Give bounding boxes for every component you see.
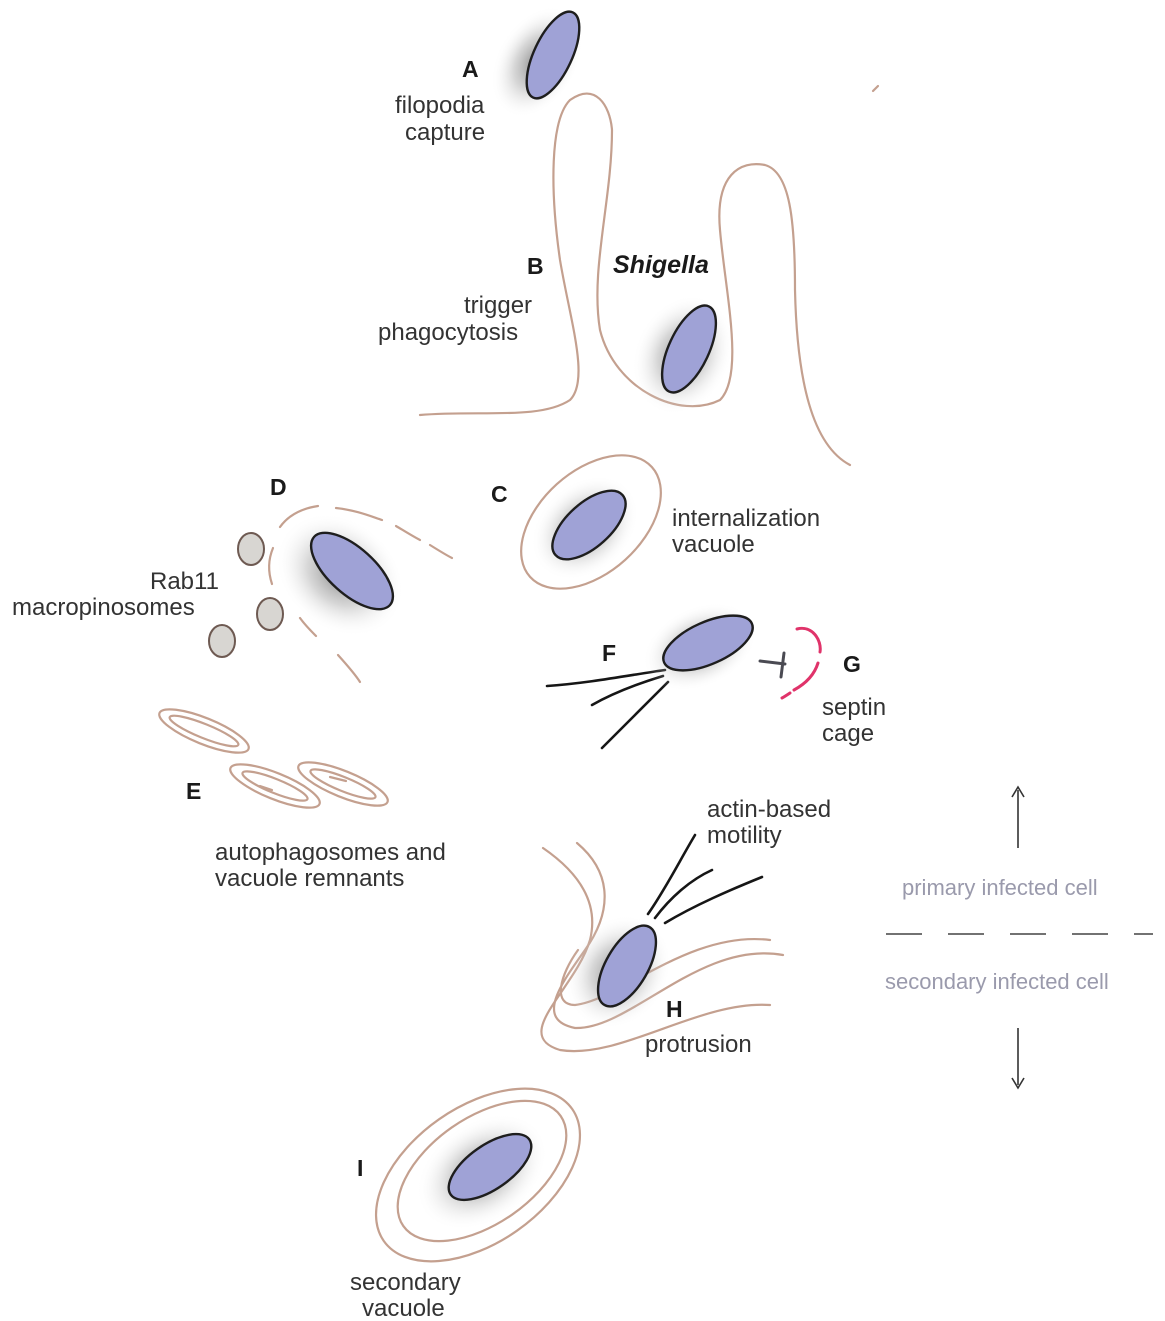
ruptured-vacuole-fragment — [430, 545, 452, 558]
step-letter-e: E — [186, 778, 201, 804]
step-h-protrusion-label: protrusion — [645, 1031, 752, 1058]
actin-tail — [648, 835, 695, 914]
plasma-membrane-ruffle — [420, 94, 850, 465]
septin-cage-arc — [794, 663, 818, 690]
step-g-label-line1: septin — [822, 694, 886, 721]
cell-divider: primary infected cell secondary infected… — [885, 787, 1153, 1088]
autophagosome-outer — [226, 756, 325, 816]
ruptured-vacuole-fragment — [269, 548, 273, 584]
step-h-motility-line1: actin-based — [707, 796, 831, 823]
stage-a-filopodia-capture: A filopodia capture — [395, 0, 602, 146]
step-letter-g: G — [843, 651, 861, 677]
actin-tail — [655, 870, 712, 918]
step-letter-c: C — [491, 481, 508, 507]
septin-cage-arc — [782, 693, 790, 698]
septin-cage-arc — [797, 628, 820, 652]
step-h-motility-line2: motility — [707, 822, 782, 849]
inhibition-symbol — [760, 653, 785, 677]
stage-c-internalization-vacuole: C internalization vacuole — [491, 429, 820, 615]
step-b-label-line2: phagocytosis — [378, 319, 518, 346]
macropinosome — [209, 625, 235, 657]
autophagosome-outer — [155, 701, 254, 761]
step-g-label-line2: cage — [822, 720, 874, 747]
actin-tail — [602, 682, 668, 748]
membrane-fragment — [873, 86, 878, 91]
macropinosome — [238, 533, 264, 565]
step-d-label-line2: macropinosomes — [12, 594, 195, 621]
step-b-label-line1: trigger — [464, 292, 532, 319]
stage-f-g-septin-cage: F G septin cage — [547, 585, 886, 748]
step-letter-d: D — [270, 474, 287, 500]
step-letter-f: F — [602, 640, 616, 666]
step-e-label-line1: autophagosomes and — [215, 839, 446, 866]
step-a-label-line2: capture — [405, 119, 485, 146]
secondary-cell-label: secondary infected cell — [885, 969, 1109, 994]
step-letter-b: B — [527, 253, 544, 279]
ruptured-vacuole-fragment — [338, 655, 360, 682]
stage-h-protrusion: H actin-based motility protrusion — [541, 796, 831, 1058]
macropinosome — [257, 598, 283, 630]
stage-d-rab11-macropinosomes: D Rab11 macropinosomes — [12, 474, 452, 682]
stage-i-secondary-vacuole: I secondary vacuole — [345, 1053, 611, 1321]
step-a-label-line1: filopodia — [395, 92, 485, 119]
step-letter-a: A — [462, 56, 479, 82]
step-i-label-line1: secondary — [350, 1269, 461, 1296]
autophagosome-outer — [294, 754, 393, 814]
step-d-label-line1: Rab11 — [150, 568, 219, 595]
primary-cell-label: primary infected cell — [902, 875, 1098, 900]
organism-label: Shigella — [613, 251, 709, 279]
step-c-label-line1: internalization — [672, 505, 820, 532]
step-i-label-line2: vacuole — [362, 1295, 445, 1321]
step-letter-i: I — [357, 1155, 363, 1181]
step-e-label-line2: vacuole remnants — [215, 865, 404, 892]
step-c-label-line2: vacuole — [672, 531, 755, 558]
ruptured-vacuole-fragment — [396, 526, 420, 540]
step-letter-h: H — [666, 996, 683, 1022]
stage-e-autophagosomes: E autophagosomes and vacuole remnants — [155, 701, 446, 892]
actin-tail — [665, 877, 762, 923]
